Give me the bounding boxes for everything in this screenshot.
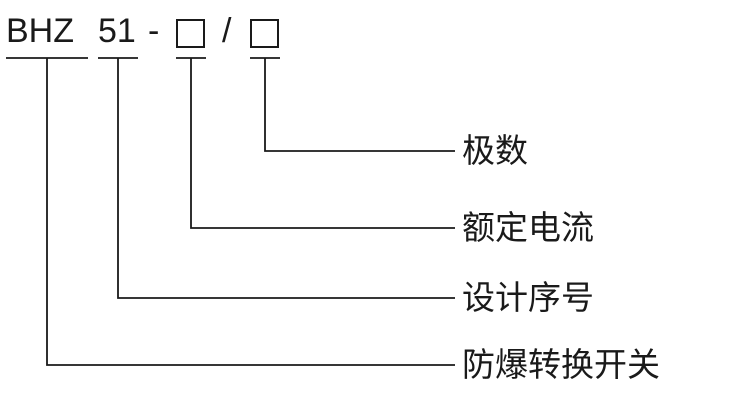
connector-poles <box>264 58 455 152</box>
connector-design-serial <box>117 58 455 299</box>
label-poles: 极数 <box>462 132 528 169</box>
code-prefix: BHZ <box>6 12 74 50</box>
connector-explosion-proof-switch <box>46 58 455 366</box>
code-slash: / <box>222 12 232 50</box>
label-rated-current: 额定电流 <box>462 209 594 246</box>
connector-rated-current <box>190 58 455 229</box>
poles-placeholder-box <box>250 19 279 48</box>
code-design-number: 51 <box>98 12 136 50</box>
label-explosion-proof-switch: 防爆转换开关 <box>462 346 660 383</box>
code-hyphen: - <box>148 12 160 50</box>
label-design-serial: 设计序号 <box>462 279 594 316</box>
rated-current-placeholder-box <box>176 19 205 48</box>
